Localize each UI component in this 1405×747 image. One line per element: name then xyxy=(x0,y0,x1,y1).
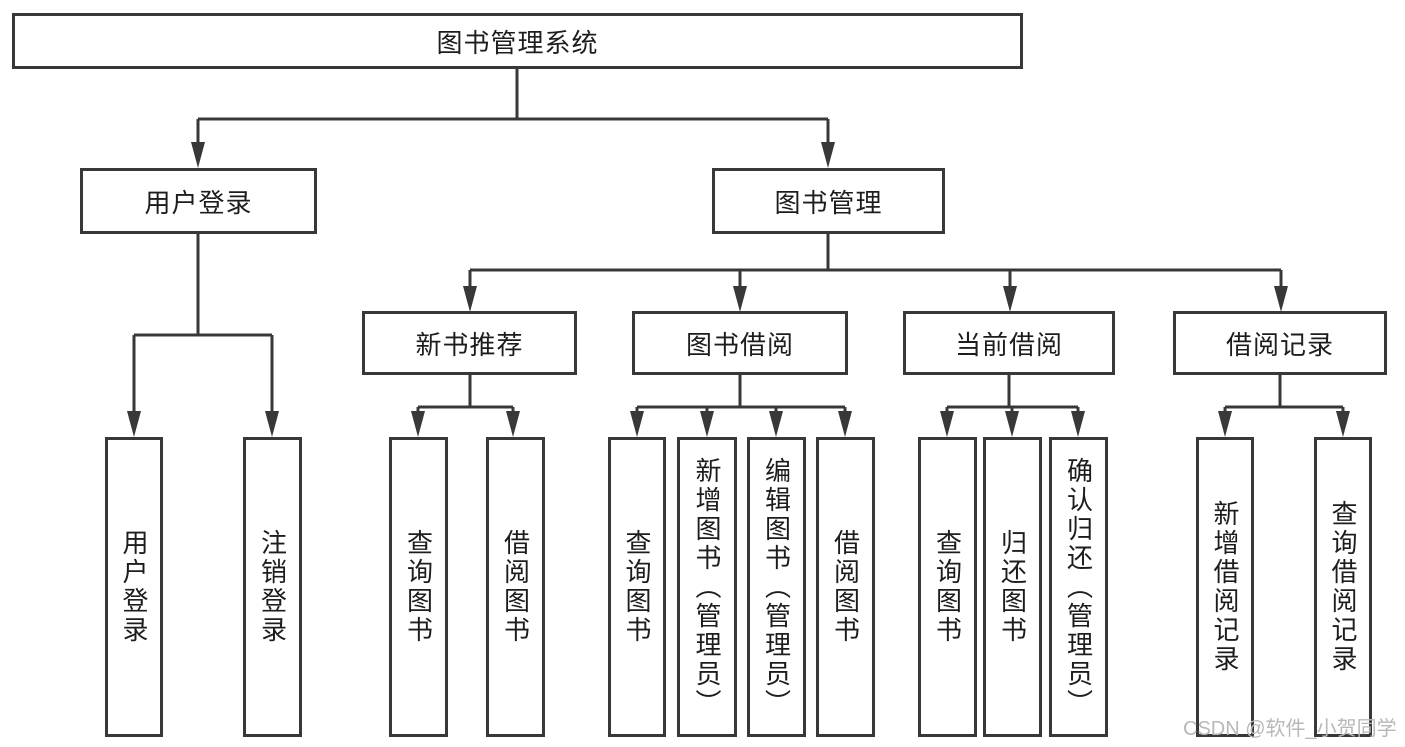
leaf-confirm-return-admin: 确认归还（管理员） xyxy=(1049,437,1108,737)
leaf-edit-books-admin: 编辑图书（管理员） xyxy=(747,437,806,737)
node-user-login: 用户登录 xyxy=(80,168,317,234)
node-borrowing-records: 借阅记录 xyxy=(1173,311,1387,375)
leaf-query-books-recommend: 查询图书 xyxy=(389,437,448,737)
leaf-borrow-books-recommend: 借阅图书 xyxy=(486,437,545,737)
leaf-borrow-books-borrowing: 借阅图书 xyxy=(816,437,875,737)
node-book-borrowing: 图书借阅 xyxy=(632,311,848,375)
leaf-query-borrow-record: 查询借阅记录 xyxy=(1314,437,1372,737)
leaf-query-books-borrowing: 查询图书 xyxy=(608,437,666,737)
leaf-logout: 注销登录 xyxy=(243,437,302,737)
node-new-book-recommend: 新书推荐 xyxy=(362,311,577,375)
node-library-management-system: 图书管理系统 xyxy=(12,13,1023,69)
leaf-add-borrow-record: 新增借阅记录 xyxy=(1196,437,1254,737)
watermark: CSDN @软件_小贺同学 xyxy=(1183,718,1397,740)
node-current-borrowing: 当前借阅 xyxy=(903,311,1115,375)
leaf-return-books: 归还图书 xyxy=(983,437,1042,737)
leaf-query-books-current: 查询图书 xyxy=(918,437,977,737)
leaf-add-books-admin: 新增图书（管理员） xyxy=(677,437,737,737)
leaf-user-login: 用户登录 xyxy=(105,437,163,737)
node-book-management: 图书管理 xyxy=(712,168,945,234)
